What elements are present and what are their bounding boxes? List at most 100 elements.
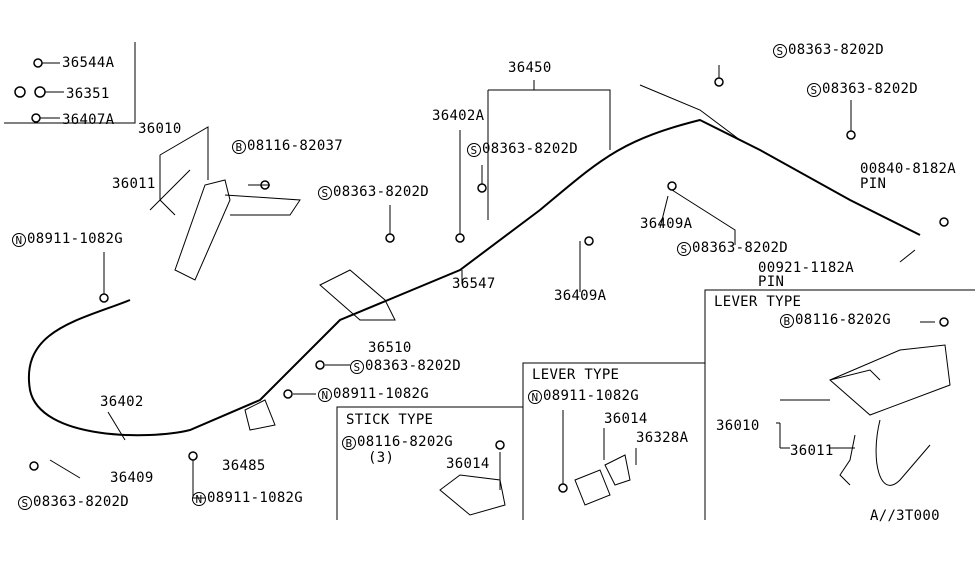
part-number: 36547 xyxy=(452,276,496,292)
part-label: 36409 xyxy=(110,470,154,486)
part-number: 36544A xyxy=(62,55,115,71)
part-number: 08363-8202D xyxy=(788,42,885,58)
part-number: 36328A xyxy=(636,430,689,446)
part-number: 36014 xyxy=(604,411,648,427)
part-number: 36014 xyxy=(446,456,490,472)
part-number: A//3T000 xyxy=(870,508,940,524)
part-number: 08911-1082G xyxy=(543,388,640,404)
lever-wire-36011 xyxy=(839,434,856,486)
part-number: 36010 xyxy=(138,121,182,137)
fastener-type-badge: S xyxy=(350,360,364,374)
part-number: 08363-8202D xyxy=(33,494,130,510)
fastener-type-badge: B xyxy=(342,436,356,450)
part-number: 36402 xyxy=(100,394,144,410)
part-number: 36011 xyxy=(112,176,156,192)
part-label: 00840-8182A xyxy=(860,161,956,177)
fastener-type-badge: N xyxy=(192,492,206,506)
parts-lever-36014 xyxy=(574,454,631,506)
part-number: 36402A xyxy=(432,108,485,124)
fastener-type-badge: N xyxy=(318,388,332,402)
part-number: 08911-1082G xyxy=(27,231,124,247)
part-number: 08116-8202G xyxy=(795,312,892,328)
part-label: 36450 xyxy=(508,60,552,76)
part-number: 36011 xyxy=(790,443,834,459)
fastener-type-badge: S xyxy=(807,83,821,97)
part-label: 36351 xyxy=(66,86,110,102)
part-label: 36010 xyxy=(138,121,182,137)
part-label: 36014 xyxy=(446,456,490,472)
cable-end xyxy=(639,84,741,141)
fastener-type-badge: S xyxy=(467,143,481,157)
part-label: 36402A xyxy=(432,108,484,124)
plate-36014 xyxy=(439,474,506,516)
lever-assembly xyxy=(829,344,951,416)
part-number: 08363-8202D xyxy=(365,358,462,374)
part-number: PIN xyxy=(758,274,785,290)
pedal-assembly xyxy=(174,179,301,281)
part-label: 36544A xyxy=(62,55,114,71)
part-number: 36409 xyxy=(110,470,154,486)
part-label: 36014 xyxy=(604,411,648,427)
part-label: 00921-1182A xyxy=(758,260,854,276)
part-number: 36510 xyxy=(368,340,412,356)
part-label: 36485 xyxy=(222,458,266,474)
part-number: LEVER TYPE xyxy=(714,294,802,310)
part-number: 36407A xyxy=(62,112,115,128)
lever-type-frame-2 xyxy=(704,289,975,520)
fastener-type-badge: S xyxy=(677,242,691,256)
fastener-type-badge: N xyxy=(12,233,26,247)
part-number: 08116-82037 xyxy=(247,138,344,154)
part-number: 08911-1082G xyxy=(333,386,430,402)
part-label: 36547 xyxy=(452,276,496,292)
leader-36010 xyxy=(159,126,209,216)
fastener-type-badge: S xyxy=(18,496,32,510)
part-label: A//3T000 xyxy=(870,508,940,524)
part-label: PIN xyxy=(860,176,886,192)
part-label: 36409A xyxy=(554,288,606,304)
wire-36011 xyxy=(149,169,191,211)
fastener-type-badge: N xyxy=(528,390,542,404)
part-number: STICK TYPE xyxy=(346,412,434,428)
leader-lever-36010 xyxy=(776,399,855,449)
fastener-type-badge: S xyxy=(773,44,787,58)
bracket-36510 xyxy=(319,269,396,321)
part-number: 00840-8182A xyxy=(860,161,957,177)
part-label: LEVER TYPE xyxy=(714,294,801,310)
part-number: LEVER TYPE xyxy=(532,367,620,383)
part-number: 36485 xyxy=(222,458,266,474)
part-number: 08116-8202G xyxy=(357,434,454,450)
part-number: 08363-8202D xyxy=(822,81,919,97)
brake-cable xyxy=(27,118,921,437)
part-label: STICK TYPE xyxy=(346,412,433,428)
part-number: 08363-8202D xyxy=(333,184,430,200)
part-number: PIN xyxy=(860,176,887,192)
stick-type-frame xyxy=(336,406,523,520)
part-label: 36011 xyxy=(112,176,156,192)
part-number: 00921-1182A xyxy=(758,260,855,276)
lever-type-frame xyxy=(522,362,705,520)
part-number: 08911-1082G xyxy=(207,490,304,506)
part-number: 08363-8202D xyxy=(692,240,789,256)
part-label: PIN xyxy=(758,274,784,290)
part-label: 36407A xyxy=(62,112,114,128)
part-number: 36010 xyxy=(716,418,760,434)
fastener-type-badge: S xyxy=(318,186,332,200)
part-number: 36409A xyxy=(640,216,693,232)
part-label: 36409A xyxy=(640,216,692,232)
part-number: (3) xyxy=(368,450,395,466)
